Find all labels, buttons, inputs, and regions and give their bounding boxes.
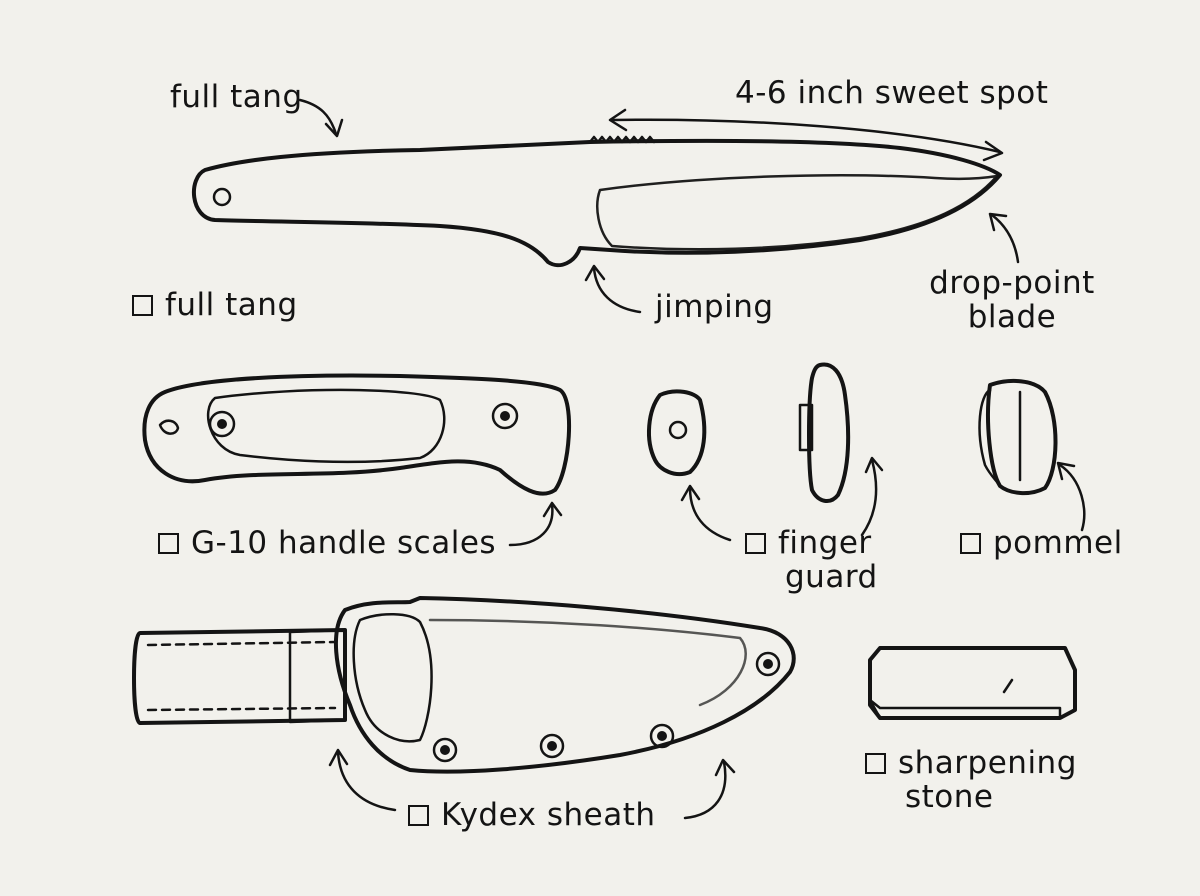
arrow-icon [860, 456, 884, 537]
checklist-label-finger-guard-line1: finger [778, 525, 872, 561]
arrow-icon [298, 98, 344, 138]
checklist-label-kydex-sheath: Kydex sheath [441, 797, 656, 833]
kydex-sheath-illustration [132, 596, 796, 774]
handle-scales-illustration [142, 373, 571, 496]
checklist-item-full-tang: full tang [132, 288, 298, 322]
knife-illustration [191, 135, 1002, 268]
checklist-item-handle-scales: G-10 handle scales [158, 526, 496, 560]
checklist-label-sharpening-stone-line2: stone [905, 779, 994, 816]
callout-drop-point-line2: blade [967, 299, 1057, 336]
callout-jimping: jimping [655, 289, 774, 325]
callout-sweet-spot: 4-6 inch sweet spot [735, 75, 1049, 111]
checkbox-icon[interactable] [960, 533, 981, 554]
checklist-item-sharpening-stone: sharpening stone [865, 746, 1077, 814]
checkbox-icon[interactable] [158, 533, 179, 554]
arrow-icon [680, 484, 732, 542]
callout-full-tang: full tang [170, 79, 303, 115]
checklist-label-full-tang: full tang [165, 287, 298, 323]
checkbox-icon[interactable] [865, 753, 886, 774]
arrow-icon [683, 758, 736, 820]
checklist-item-pommel: pommel [960, 526, 1123, 560]
callout-drop-point: drop-point blade [922, 266, 1102, 334]
callout-drop-point-line1: drop-point [929, 265, 1095, 301]
arrow-icon [584, 264, 642, 314]
checkbox-icon[interactable] [745, 533, 766, 554]
arrow-icon [1056, 461, 1086, 532]
pommel-illustration [978, 378, 1058, 495]
checklist-label-handle-scales: G-10 handle scales [191, 525, 497, 561]
arrow-icon [608, 108, 1004, 162]
arrow-icon [328, 748, 397, 812]
checklist-item-finger-guard: finger guard [745, 526, 878, 594]
checklist-label-sharpening-stone-line1: sharpening [898, 745, 1077, 781]
finger-guard-illustration [647, 362, 851, 503]
checklist-label-pommel: pommel [993, 525, 1123, 561]
checkbox-icon[interactable] [132, 295, 153, 316]
arrow-icon [988, 212, 1020, 264]
arrow-icon [508, 501, 563, 547]
checklist-item-kydex-sheath: Kydex sheath [408, 798, 656, 832]
sharpening-stone-illustration [868, 646, 1077, 720]
checkbox-icon[interactable] [408, 805, 429, 826]
checklist-label-finger-guard-line2: guard [785, 559, 878, 596]
